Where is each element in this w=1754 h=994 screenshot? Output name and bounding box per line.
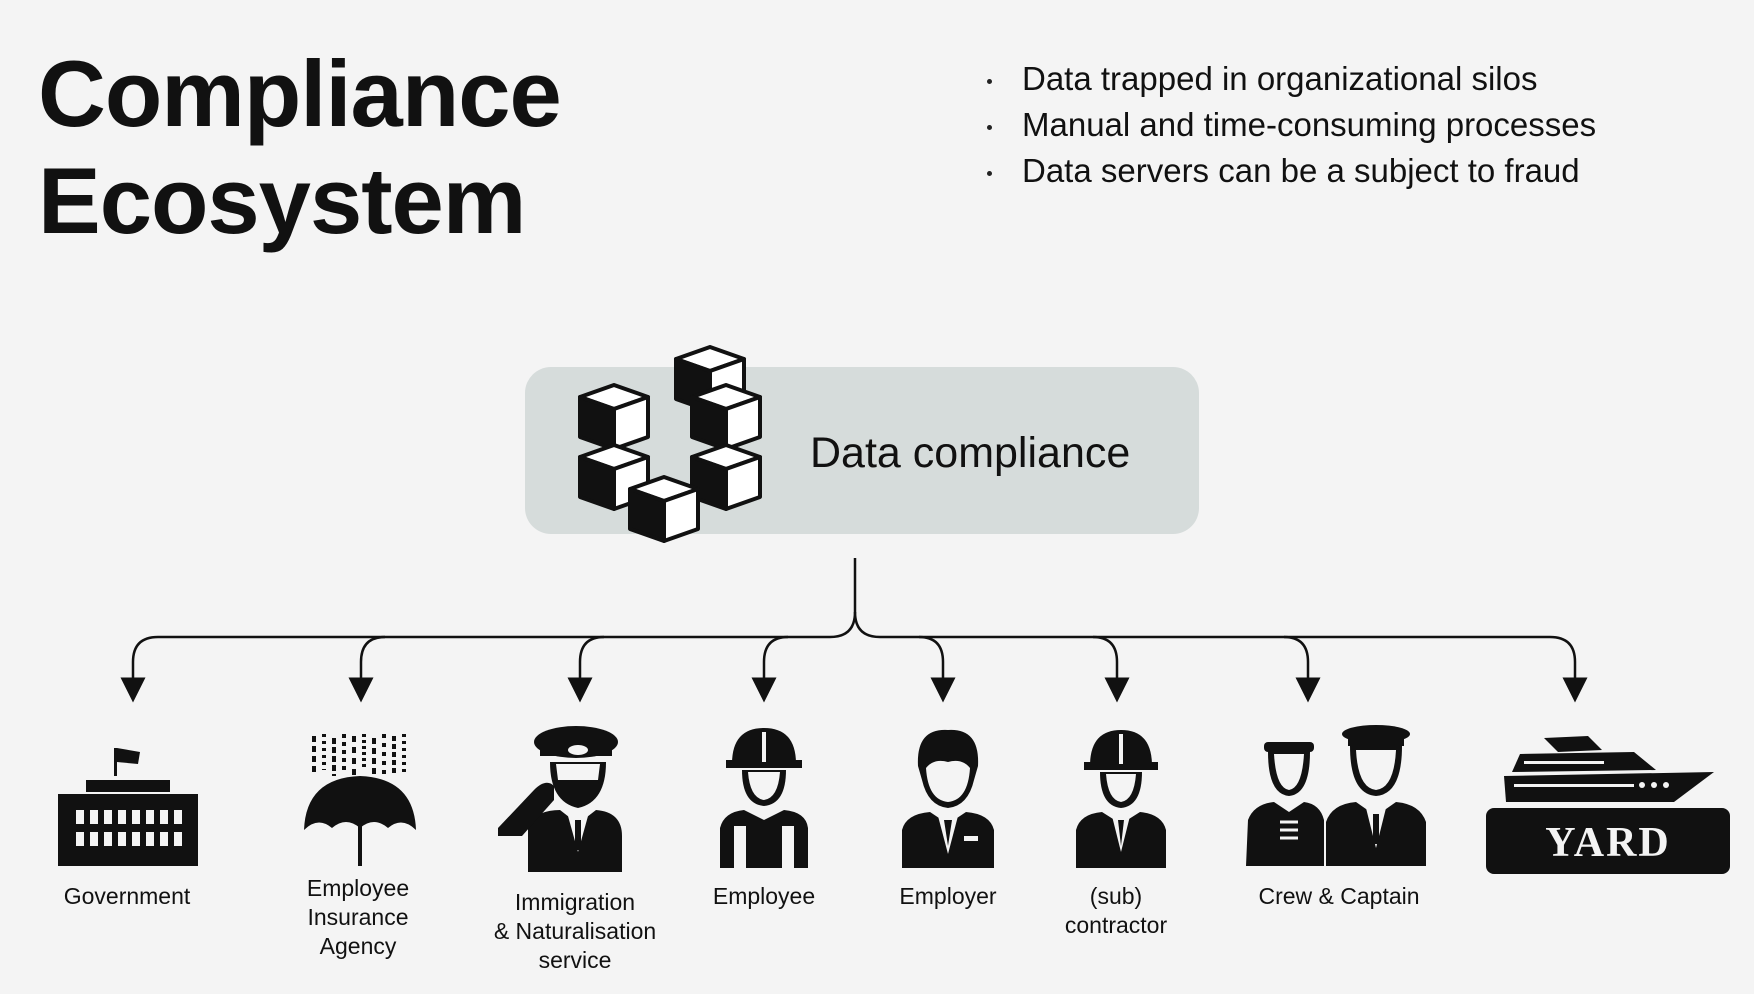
contractor-hardhat-icon: [1076, 730, 1166, 868]
title-line-1: Compliance: [38, 41, 562, 146]
trunk-line: [853, 558, 1588, 703]
crew-captain-icon: [1246, 725, 1426, 866]
trunk-line: [120, 611, 857, 703]
government-building-icon: [58, 748, 198, 866]
problem-item: Manual and time-consuming processes: [980, 102, 1596, 148]
page-title: Compliance Ecosystem: [38, 40, 562, 254]
problem-item: Data trapped in organizational silos: [980, 56, 1596, 102]
problem-list: Data trapped in organizational silos Man…: [980, 56, 1596, 194]
businessman-icon: [902, 729, 994, 868]
umbrella-rain-icon: [304, 734, 416, 866]
branch-line: [1283, 635, 1321, 703]
saluting-officer-icon: [498, 726, 622, 872]
entity-label-crew-captain: Crew & Captain: [1258, 883, 1420, 909]
branch-line: [1092, 635, 1130, 703]
entity-label-immigration: Immigration & Naturalisation service: [493, 889, 657, 973]
hub-label: Data compliance: [810, 429, 1131, 477]
title-line-2: Ecosystem: [38, 148, 526, 253]
entity-label-employer: Employer: [899, 883, 997, 909]
branch-line: [918, 635, 956, 703]
branch-line: [348, 635, 386, 703]
worker-hardhat-vest-icon: [720, 728, 808, 868]
entity-label-employee: Employee: [712, 883, 816, 909]
yacht-yard-icon: YARD: [1486, 736, 1730, 874]
entity-label-insurance-agency: Employee Insurance Agency: [306, 875, 410, 959]
branch-line: [567, 635, 605, 703]
entity-label-subcontractor: (sub) contractor: [1064, 883, 1168, 938]
entity-label-government: Government: [63, 883, 191, 909]
branch-line: [751, 635, 789, 703]
yard-sign-text: YARD: [1545, 820, 1670, 866]
blockchain-cubes-icon: [578, 345, 762, 543]
problem-item: Data servers can be a subject to fraud: [980, 148, 1596, 194]
